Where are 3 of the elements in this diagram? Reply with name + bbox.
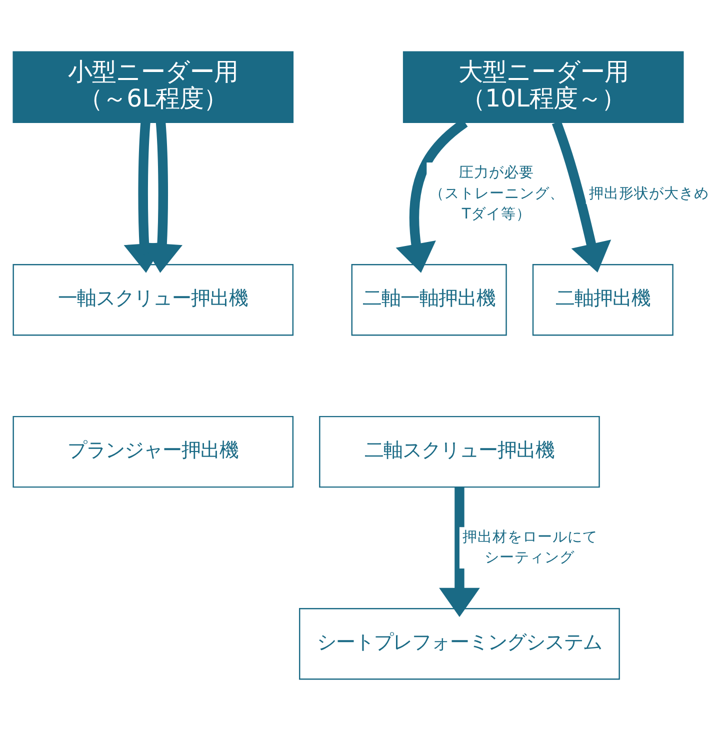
edge-label: 圧力が必要（ストレーニング、Tダイ等） [430,164,565,223]
edge-label: 押出材をロールにてシーティング [462,528,598,566]
edge-label: 押出形状が大きめ [588,184,709,202]
